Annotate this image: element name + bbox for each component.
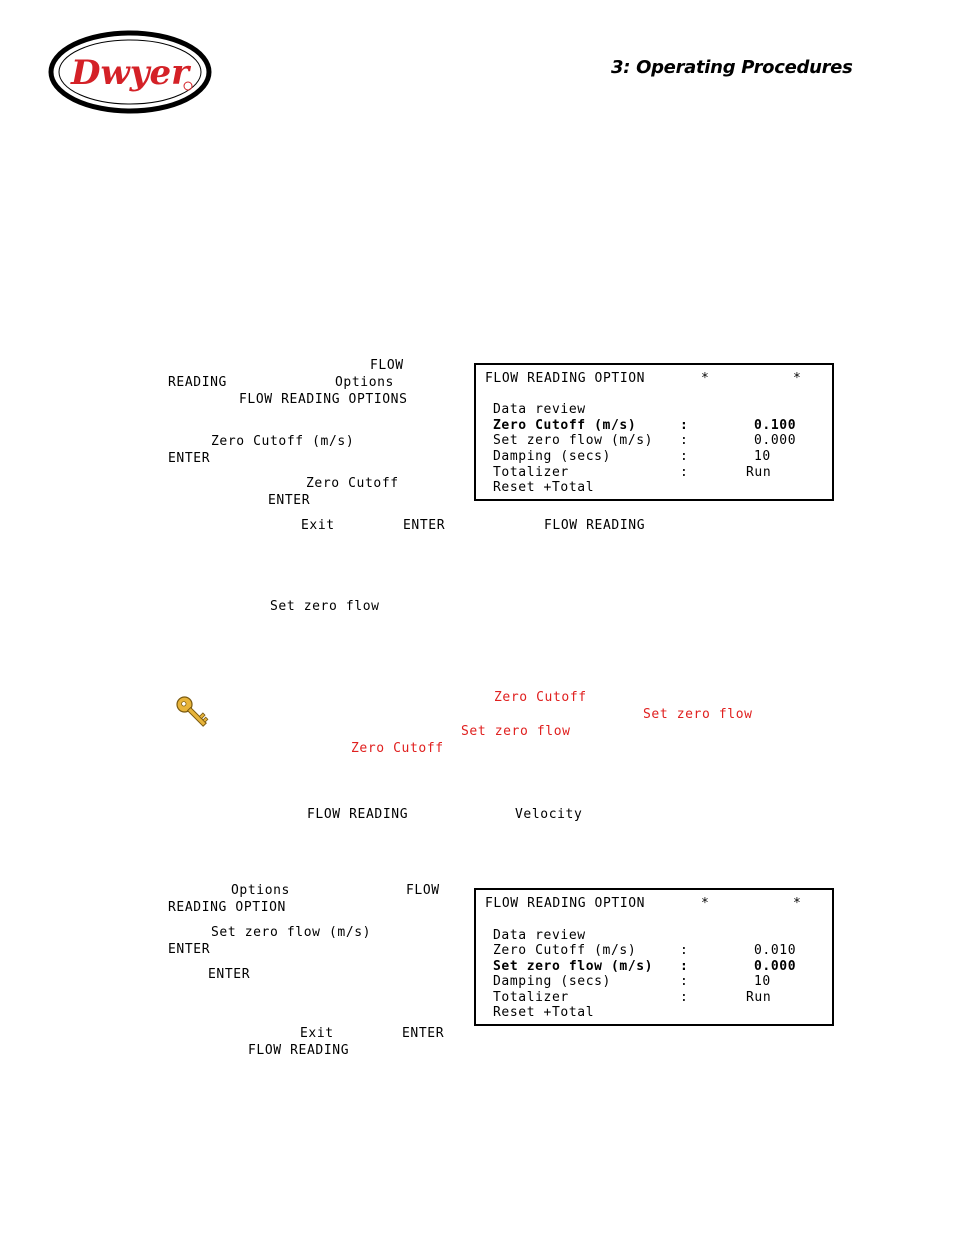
menu-item-separator: : — [680, 943, 689, 958]
screen-star: * — [793, 371, 802, 386]
menu-item-totalizer: Totalizer — [493, 990, 569, 1005]
menu-item-value: 10 — [754, 974, 771, 989]
menu-item-value: Run — [746, 990, 772, 1005]
menu-item-separator: : — [680, 959, 689, 974]
menu-item-separator: : — [680, 465, 689, 480]
menu-item-totalizer: Totalizer — [493, 465, 569, 480]
text-reading-option: READING OPTION — [168, 900, 286, 915]
section-title: 3: Operating Procedures — [611, 57, 853, 78]
note-set-zero-flow: Set zero flow — [461, 724, 571, 739]
menu-item-separator: : — [680, 990, 689, 1005]
menu-item-damping: Damping (secs) — [493, 974, 611, 989]
text-enter: ENTER — [168, 942, 211, 957]
note-zero-cutoff: Zero Cutoff — [494, 690, 587, 705]
text-flow-reading-options: FLOW READING OPTIONS — [239, 392, 408, 407]
text-flow-reading: FLOW READING — [248, 1043, 350, 1058]
menu-item-value: 0.010 — [754, 943, 797, 958]
menu-item-value: 10 — [754, 449, 771, 464]
note-set-zero-flow: Set zero flow — [643, 707, 753, 722]
text-flow-reading: FLOW READING — [544, 518, 646, 533]
text-enter: ENTER — [402, 1026, 445, 1041]
menu-item-zero-cutoff: Zero Cutoff (m/s) — [493, 943, 637, 958]
lcd-screen-zero-cutoff: FLOW READING OPTION * * Data review Zero… — [474, 363, 834, 501]
text-options: Options — [335, 375, 394, 390]
menu-item-zero-cutoff: Zero Cutoff (m/s) — [493, 418, 637, 433]
lcd-screen-set-zero-flow: FLOW READING OPTION * * Data review Zero… — [474, 888, 834, 1026]
menu-item-value: 0.000 — [754, 959, 797, 974]
menu-item-reset-total: Reset +Total — [493, 480, 595, 495]
text-exit: Exit — [301, 518, 335, 533]
menu-item-set-zero-flow: Set zero flow (m/s) — [493, 433, 654, 448]
key-icon — [176, 696, 209, 727]
note-zero-cutoff: Zero Cutoff — [351, 741, 444, 756]
text-options: Options — [231, 883, 290, 898]
text-zero-cutoff: Zero Cutoff — [306, 476, 399, 491]
menu-item-value: 0.100 — [754, 418, 797, 433]
text-zero-cutoff-ms: Zero Cutoff (m/s) — [211, 434, 355, 449]
dwyer-logo: Dwyer — [48, 30, 212, 114]
text-enter: ENTER — [403, 518, 446, 533]
screen-star: * — [793, 896, 802, 911]
screen-star: * — [701, 371, 710, 386]
menu-item-reset-total: Reset +Total — [493, 1005, 595, 1020]
menu-item-set-zero-flow: Set zero flow (m/s) — [493, 959, 654, 974]
text-enter: ENTER — [268, 493, 311, 508]
text-flow: FLOW — [370, 358, 404, 373]
text-flow-reading: FLOW READING — [307, 807, 409, 822]
menu-item-value: Run — [746, 465, 772, 480]
menu-item-separator: : — [680, 433, 689, 448]
text-set-zero-flow: Set zero flow — [270, 599, 380, 614]
text-reading: READING — [168, 375, 227, 390]
menu-item-data-review: Data review — [493, 928, 586, 943]
menu-item-value: 0.000 — [754, 433, 797, 448]
text-enter: ENTER — [208, 967, 251, 982]
text-enter: ENTER — [168, 451, 211, 466]
text-flow: FLOW — [406, 883, 440, 898]
menu-item-damping: Damping (secs) — [493, 449, 611, 464]
text-set-zero-flow-ms: Set zero flow (m/s) — [211, 925, 372, 940]
menu-item-data-review: Data review — [493, 402, 586, 417]
menu-item-separator: : — [680, 449, 689, 464]
text-velocity: Velocity — [515, 807, 583, 822]
screen-title: FLOW READING OPTION — [485, 896, 646, 911]
screen-title: FLOW READING OPTION — [485, 371, 646, 386]
text-exit: Exit — [300, 1026, 334, 1041]
menu-item-separator: : — [680, 418, 689, 433]
screen-star: * — [701, 896, 710, 911]
svg-text:Dwyer: Dwyer — [70, 53, 191, 93]
menu-item-separator: : — [680, 974, 689, 989]
